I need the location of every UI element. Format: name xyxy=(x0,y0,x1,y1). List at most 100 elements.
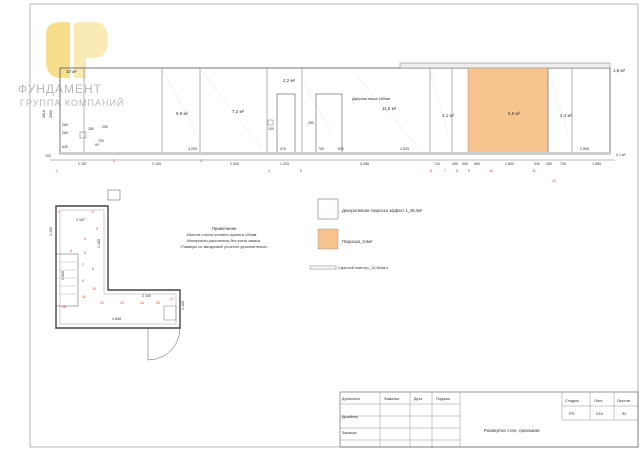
plan-marker: 11 xyxy=(82,295,86,299)
notes-line: -Материалы рассчитаны без учета запаса xyxy=(186,239,261,243)
plan-dim: 2 167 xyxy=(76,218,85,222)
area-label: 5,9 м² xyxy=(176,111,189,116)
bottom-dim: 1 850 xyxy=(592,162,601,166)
left-dim: 100 xyxy=(45,154,51,158)
notes-title: Примечание: xyxy=(212,226,237,231)
wall-marker: 2 xyxy=(113,159,115,163)
left-dim: 260 xyxy=(62,131,68,135)
tb-sheet-title: Развертка стен, прихожая xyxy=(484,428,540,433)
plan-markers: 1 2 3 4 5 6 7 8 9 10 11 12 13 14 15 16 1… xyxy=(58,210,174,309)
plan-marker: 4 xyxy=(84,237,86,241)
wall-marker: 11 xyxy=(532,169,536,173)
switch-box xyxy=(79,131,87,139)
plan-window xyxy=(107,189,121,201)
right-note: 0,1 м² xyxy=(616,153,626,157)
plan-marker: 3 xyxy=(96,227,98,231)
plan-cabinet xyxy=(163,305,177,321)
legend-swatch-baseboard xyxy=(309,265,337,270)
plan-marker: 12 xyxy=(100,301,104,305)
legend-swatch-paint xyxy=(317,228,339,250)
plan-marker: 13 xyxy=(120,301,124,305)
legend-swatch-hatch xyxy=(317,198,339,220)
bottom-dim: 2 167 xyxy=(78,162,87,166)
legend-text: Покраска_6,5м² xyxy=(342,239,373,244)
small-dim: 700 xyxy=(318,147,324,151)
sheet-frame xyxy=(29,3,639,448)
tb-col: Стадия xyxy=(565,398,579,403)
plan-marker: 2 xyxy=(92,210,94,214)
tb-header: Фамилия xyxy=(384,397,399,401)
tb-header: Подпись xyxy=(436,397,450,401)
plan-dim: 2 100 xyxy=(142,294,151,298)
plan-dim: 1 400 xyxy=(49,227,53,236)
plan-marker: 1 xyxy=(58,210,60,214)
area-label: 11,5 м² xyxy=(382,106,397,111)
small-dim: 100 xyxy=(268,127,274,131)
left-dim: 260 xyxy=(62,123,68,127)
area-label: 2,4 м² xyxy=(560,113,573,118)
plan-dim: 1 400 xyxy=(97,239,101,248)
wall-marker: 4 xyxy=(268,169,270,173)
plan-door-swing xyxy=(147,327,181,361)
wall-marker: 10 xyxy=(489,169,493,173)
tb-role: Дизайнер xyxy=(342,415,358,419)
small-dim: 280 xyxy=(88,127,94,131)
left-dim: 2580 xyxy=(49,110,53,118)
tb-value: 32 xyxy=(622,411,627,416)
bottom-dim: 725 xyxy=(560,162,566,166)
plan-inner-walls xyxy=(59,209,177,325)
small-dim: 90 xyxy=(95,143,99,147)
plan-marker: 6 xyxy=(70,249,72,253)
area-label: 4,1 м² xyxy=(442,113,455,118)
small-dim: 475 xyxy=(280,147,286,151)
bottom-dim: 3 100 xyxy=(152,162,161,166)
area-label: 10 м² xyxy=(66,69,77,74)
title-block-frame xyxy=(339,391,639,448)
wardrobe-shelves xyxy=(58,261,76,295)
left-dim: 625 xyxy=(62,145,68,149)
wall-elevation: 10 м² 5,9 м² 7,2 м² 2,2 м² 11,5 м² 4,1 м… xyxy=(42,62,626,183)
wall-marker: 3 xyxy=(200,159,202,163)
small-dim: 700 xyxy=(98,139,104,143)
plan-marker: 16 xyxy=(62,305,66,309)
plan-walls xyxy=(55,205,181,329)
logo-line1: ФУНДАМЕНТ xyxy=(18,82,102,96)
plan-marker: 17 xyxy=(170,297,174,301)
floor-plan: 2 167 1 400 1 400 2 100 4 808 1 100 1 80… xyxy=(49,189,185,361)
bottom-dim: 280 xyxy=(546,162,552,166)
bottom-dim: 4 058 xyxy=(360,162,369,166)
bottom-dim: 2 895 xyxy=(580,147,589,151)
bottom-dim: 2 500 xyxy=(230,162,239,166)
left-dim: 2818 xyxy=(42,110,46,118)
small-dim: 250 xyxy=(102,125,108,129)
ceiling-step xyxy=(399,62,611,69)
area-label: 1,5 м² xyxy=(613,68,626,73)
area-label: 2,2 м² xyxy=(283,78,296,83)
logo-left-shape xyxy=(46,22,70,78)
wall-marker: 9 xyxy=(468,169,470,173)
wall-marker: 1 xyxy=(56,169,58,173)
plan-dim: 1 100 xyxy=(181,301,185,310)
plan-marker: 8 xyxy=(92,267,94,271)
wall-marker: 12 xyxy=(552,179,556,183)
tb-header: Должность xyxy=(342,397,360,401)
plan-marker: 10 xyxy=(92,287,96,291)
tb-role: Заказчик xyxy=(342,431,357,435)
bottom-dim: 4 290 xyxy=(188,147,197,151)
bottom-dim: 330 xyxy=(534,162,540,166)
tb-col: Лист xyxy=(594,398,603,403)
bottom-dim: 1 220 xyxy=(280,162,289,166)
notes-line: -Размеры со звездочкой уточнить дополнит… xyxy=(180,245,267,249)
socket-box xyxy=(267,119,274,126)
notes-block: Примечание: -Высота стекла условно приня… xyxy=(180,226,267,249)
door-2 xyxy=(315,93,343,155)
legend: Декоративная покраска эффект 1_36,3м² По… xyxy=(309,198,423,270)
plan-marker: 14 xyxy=(140,301,144,305)
baseboard xyxy=(60,152,610,155)
door-niche-label: Дверная ниша 180мм xyxy=(352,97,390,101)
plan-marker: 5 xyxy=(84,251,86,255)
bottom-dim: 710 xyxy=(434,162,440,166)
plan-dim: 4 808 xyxy=(112,317,121,321)
title-block: Должность Фамилия Дата Подпись Дизайнер … xyxy=(339,391,639,448)
